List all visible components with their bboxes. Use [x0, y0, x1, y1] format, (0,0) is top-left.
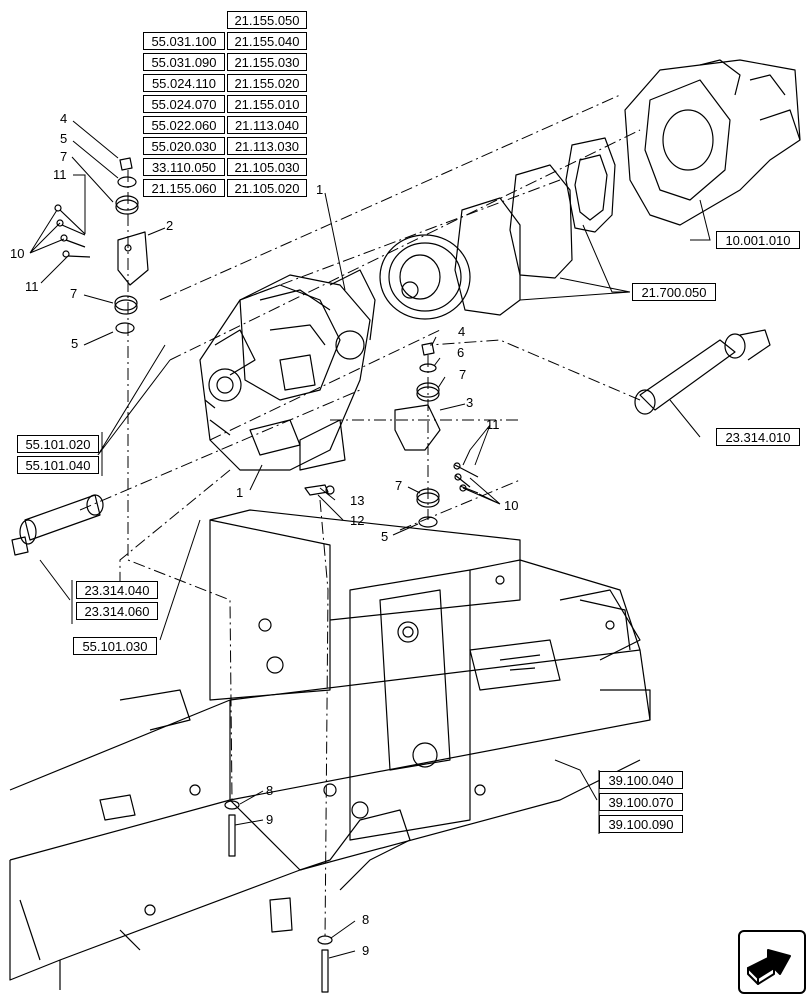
callout-4-left: 4 [60, 111, 68, 126]
next-page-button[interactable] [738, 930, 806, 994]
callout-4-right: 4 [458, 324, 466, 339]
bolts-left [54, 204, 91, 258]
callout-1-top: 1 [316, 182, 324, 197]
torque-converter [379, 234, 471, 320]
ref-engine-10-001-010[interactable]: 10.001.010 [716, 231, 800, 249]
callout-8-upper: 8 [266, 783, 274, 798]
callout-11-right: 11 [486, 417, 500, 432]
ref-55-022-060[interactable]: 55.022.060 [143, 116, 225, 134]
hose-fitting [304, 484, 335, 496]
callout-7-left-top: 7 [60, 149, 68, 164]
frame-holes [144, 575, 615, 916]
callout-1-bottom: 1 [236, 485, 244, 500]
ref-55-024-110[interactable]: 55.024.110 [143, 74, 225, 92]
callout-7-right-top: 7 [459, 367, 467, 382]
ref-21-155-030[interactable]: 21.155.030 [227, 53, 307, 71]
chassis-frame [9, 509, 651, 990]
ref-21-113-040[interactable]: 21.113.040 [227, 116, 307, 134]
ref-33-110-050[interactable]: 33.110.050 [143, 158, 225, 176]
ref-frame-39-100-040[interactable]: 39.100.040 [599, 771, 683, 789]
ref-21-113-030[interactable]: 21.113.030 [227, 137, 307, 155]
ref-55-031-100[interactable]: 55.031.100 [143, 32, 225, 50]
callout-10-left: 10 [10, 246, 25, 261]
ref-55-020-030[interactable]: 55.020.030 [143, 137, 225, 155]
callout-6: 6 [457, 345, 465, 360]
ref-frame-39-100-070[interactable]: 39.100.070 [599, 793, 683, 811]
callout-12: 12 [350, 513, 365, 528]
ref-shaft-23-314-010[interactable]: 23.314.010 [716, 428, 800, 446]
ref-21-155-020[interactable]: 21.155.020 [227, 74, 307, 92]
ref-shaft-23-314-060[interactable]: 23.314.060 [76, 602, 158, 620]
callout-2: 2 [166, 218, 174, 233]
ref-55-024-070[interactable]: 55.024.070 [143, 95, 225, 113]
mount-bracket-right [394, 404, 441, 451]
ref-21-155-010[interactable]: 21.155.010 [227, 95, 307, 113]
ref-21-105-020[interactable]: 21.105.020 [227, 179, 307, 197]
lower-bolts [224, 800, 333, 993]
rear-driveshaft [634, 329, 771, 415]
ref-mount-55-101-040[interactable]: 55.101.040 [17, 456, 99, 474]
ref-frame-39-100-090[interactable]: 39.100.090 [599, 815, 683, 833]
ref-55-031-090[interactable]: 55.031.090 [143, 53, 225, 71]
callout-3: 3 [466, 395, 474, 410]
callout-5-left-bottom: 5 [71, 336, 79, 351]
callout-9-lower: 9 [362, 943, 370, 958]
clutch-gasket-set [454, 137, 616, 316]
ref-21-155-050[interactable]: 21.155.050 [227, 11, 307, 29]
ref-harness-55-101-030[interactable]: 55.101.030 [73, 637, 157, 655]
phantom-lines [79, 94, 641, 941]
callout-5-left-top: 5 [60, 131, 68, 146]
callout-5-right-bottom: 5 [381, 529, 389, 544]
front-driveshaft [11, 494, 104, 556]
callout-11-left-top: 11 [53, 167, 67, 182]
callout-7-left-bottom: 7 [70, 286, 78, 301]
leader-lines [29, 120, 711, 959]
bolts-right [453, 462, 479, 494]
ref-21-155-040[interactable]: 21.155.040 [227, 32, 307, 50]
callout-7-right-bottom: 7 [395, 478, 403, 493]
engine-block [624, 59, 801, 226]
ref-clutch-21-700-050[interactable]: 21.700.050 [632, 283, 716, 301]
callout-10-right: 10 [504, 498, 519, 513]
callout-11-left-bottom: 11 [25, 279, 39, 294]
ref-21-105-030[interactable]: 21.105.030 [227, 158, 307, 176]
washer-stack-left [114, 157, 139, 334]
ref-shaft-23-314-040[interactable]: 23.314.040 [76, 581, 158, 599]
callout-8-lower: 8 [362, 912, 370, 927]
ref-mount-55-101-020[interactable]: 55.101.020 [17, 435, 99, 453]
callout-13: 13 [350, 493, 365, 508]
mount-bracket-left [117, 231, 149, 286]
next-page-arrow-icon [747, 949, 791, 985]
transmission-housing [199, 269, 376, 471]
ref-21-155-060[interactable]: 21.155.060 [143, 179, 225, 197]
group-brackets [71, 432, 600, 834]
callout-9-upper: 9 [266, 812, 274, 827]
